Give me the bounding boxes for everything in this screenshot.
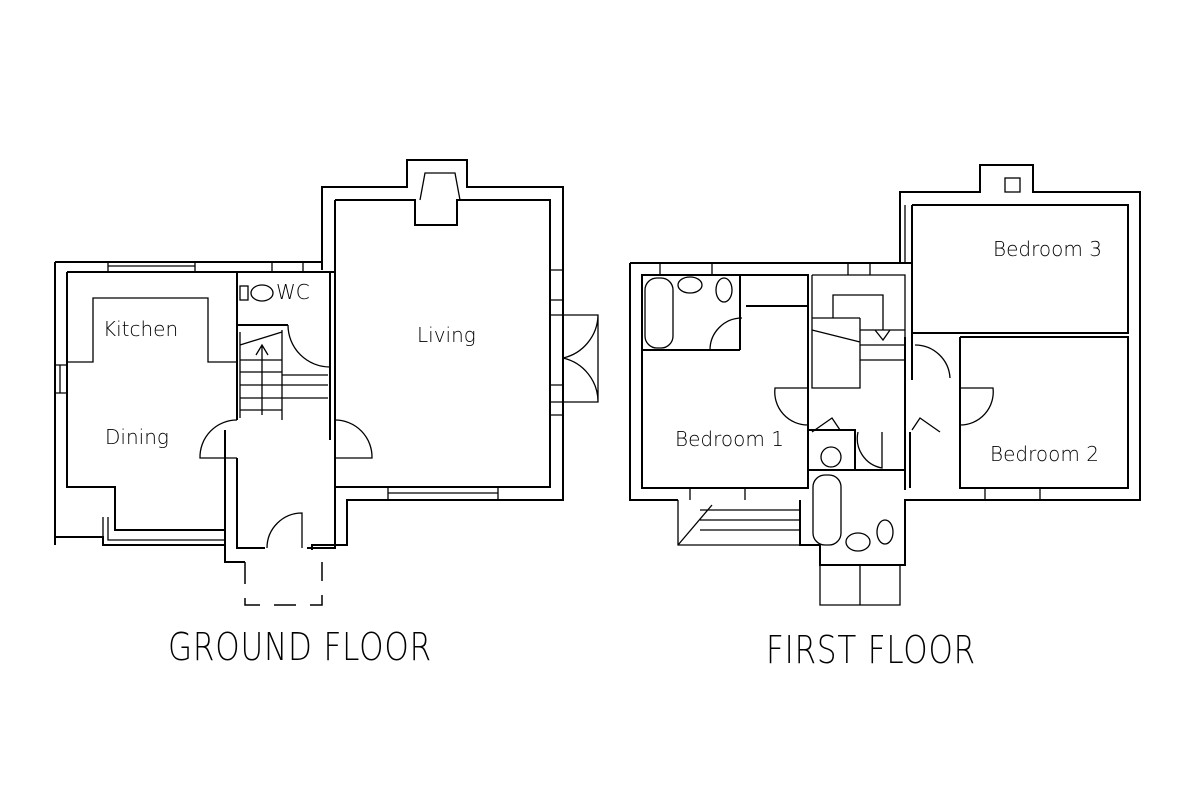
living-inner-wall [335, 199, 551, 488]
basin-icon [677, 276, 703, 294]
first-floor-title: FIRST FLOOR [766, 628, 976, 672]
boiler-icon [820, 446, 842, 468]
living-door-swing [334, 419, 373, 459]
basin-icon-2 [845, 532, 871, 552]
bedroom3-door-swing [914, 344, 951, 379]
first-floor-inner-wall [641, 204, 1129, 490]
chimney-flue [1004, 177, 1021, 193]
toilet-cistern-icon [239, 285, 249, 301]
stairs [239, 330, 328, 420]
bath-icon-2 [812, 474, 842, 546]
living-window [387, 487, 499, 500]
first-floor-outer-wall [629, 164, 1141, 566]
first-floor-plan: Bedroom 3 Bedroom 1 Bedroom 2 FIRST FLOO… [629, 164, 1141, 672]
bathroom-bay [819, 565, 901, 606]
french-doors [550, 314, 599, 403]
ground-floor-title: GROUND FLOOR [168, 625, 432, 669]
wc-door-swing [287, 324, 331, 368]
dining-door-swing [199, 419, 238, 459]
ground-floor-plan: Kitchen Dining WC Living GROUND FLOOR [54, 159, 599, 669]
landing-walls [808, 429, 911, 488]
room-label-kitchen: Kitchen [103, 317, 178, 341]
wc-window [271, 262, 304, 272]
rear-windows [689, 205, 1041, 500]
hall-walls [236, 458, 336, 549]
bay-window [102, 517, 225, 545]
room-label-bedroom-3: Bedroom 3 [993, 237, 1102, 261]
porch-outline [244, 562, 323, 606]
bath-icon [644, 277, 674, 349]
ensuite-walls [642, 275, 808, 351]
bedroom2-door-swing [959, 387, 994, 426]
kitchen-counter [67, 297, 237, 363]
room-label-wc: WC [276, 280, 310, 304]
wc-walls [237, 200, 336, 487]
first-floor-stairs [811, 274, 906, 389]
chimney-breast [419, 172, 461, 201]
ensuite-door-swing [709, 317, 743, 351]
bedroom1-door-swing [774, 387, 809, 426]
side-windows [550, 269, 564, 416]
toilet-icon-2 [876, 519, 894, 545]
front-door-swing [266, 512, 303, 549]
room-label-bedroom-1: Bedroom 1 [675, 427, 784, 451]
balcony [677, 500, 800, 546]
toilet-icon [250, 284, 274, 302]
toilet-icon [715, 277, 733, 303]
cupboard-doors [811, 417, 941, 469]
room-label-dining: Dining [105, 425, 169, 449]
kitchen-window [107, 262, 196, 272]
bedroom1-window [659, 263, 871, 275]
dining-window [55, 364, 67, 394]
room-label-bedroom-2: Bedroom 2 [990, 442, 1099, 466]
room-label-living: Living [417, 323, 476, 347]
kitchen-dining-outer-wall [54, 159, 564, 563]
